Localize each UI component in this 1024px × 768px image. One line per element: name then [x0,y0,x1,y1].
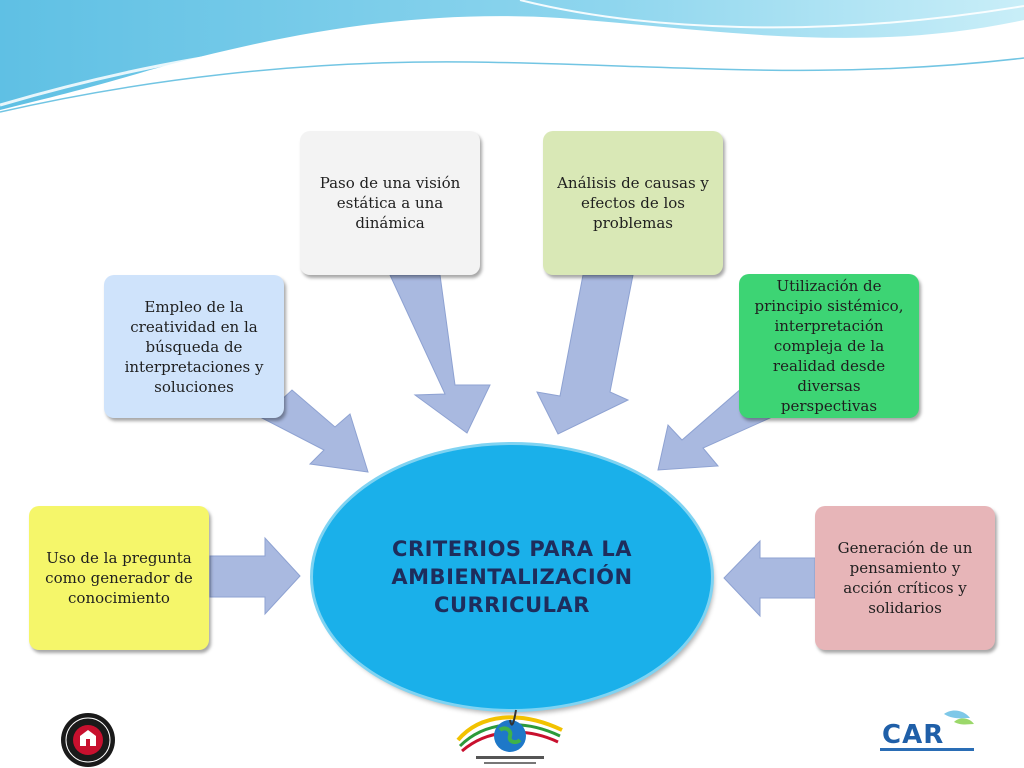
arrow-questions [209,536,301,616]
arrow-dynamic [389,274,491,434]
criterion-text: Generación de un pensamiento y acción cr… [837,539,973,617]
arrow-critical [723,539,816,618]
criterion-box-critical: Generación de un pensamiento y acción cr… [815,506,995,650]
arrow-causes [536,274,634,435]
arrow-creativity [261,389,369,473]
criterion-text: Análisis de causas y efectos de los prob… [557,174,709,232]
criterion-text: Paso de una visión estática a una dinámi… [319,174,461,232]
seal-icon [61,713,115,767]
criterion-text: Empleo de la creatividad en la búsqueda … [124,297,264,396]
center-title: CRITERIOS PARA LA AMBIENTALIZACIÓN CURRI… [391,537,633,617]
globe-icon [456,709,563,764]
car-logo-text: CAR [882,720,945,750]
criterion-text: Uso de la pregunta como generador de con… [45,549,193,607]
criterion-box-causes: Análisis de causas y efectos de los prob… [543,131,723,275]
criterion-box-dynamic: Paso de una visión estática a una dinámi… [300,131,480,275]
car-icon: CAR [874,706,980,758]
car-logo-shape [874,706,980,758]
criterion-text: Utilización de principio sistémico, inte… [754,277,904,415]
center-ellipse: CRITERIOS PARA LA AMBIENTALIZACIÓN CURRI… [313,445,711,709]
header-wave-banner [0,0,1024,113]
criterion-box-creativity: Empleo de la creatividad en la búsqueda … [104,275,284,418]
criterion-box-systemic: Utilización de principio sistémico, inte… [739,274,919,418]
criterion-box-questions: Uso de la pregunta como generador de con… [29,506,209,650]
